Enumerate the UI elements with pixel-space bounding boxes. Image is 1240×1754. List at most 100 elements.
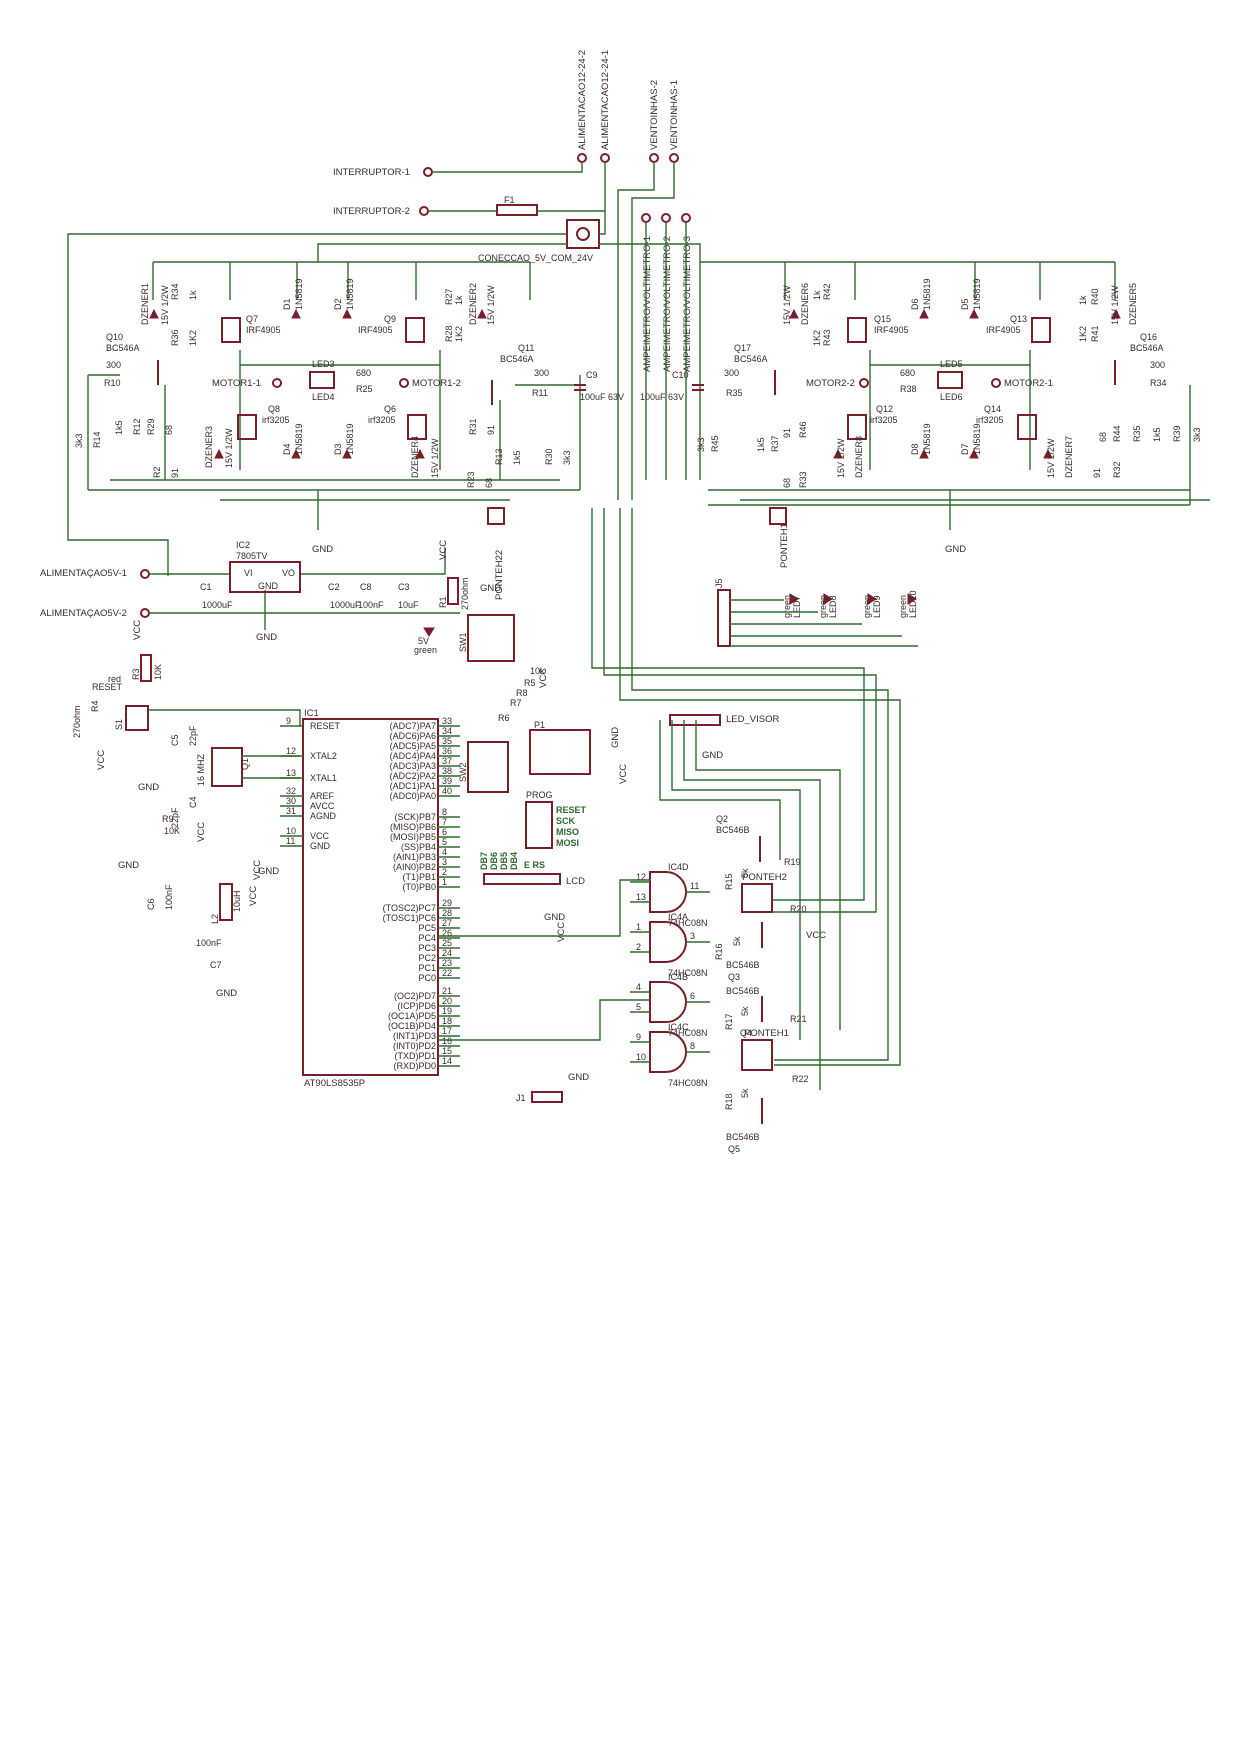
gnd-label: GND [568, 1072, 589, 1083]
s1-label: S1 [114, 719, 124, 730]
mcu-pin-number: 1 [442, 877, 447, 887]
q8-name: Q8 [268, 404, 280, 414]
prog-pin-label: RESET [556, 805, 587, 815]
dip-switch-sw2[interactable] [467, 741, 509, 793]
q4-part: BC546B [726, 986, 760, 996]
mcu-pin-label: (OC2)PD7 [394, 991, 436, 1001]
mcu-pin-label: (ADC6)PA6 [390, 731, 436, 741]
gate-pin-number: 8 [690, 1041, 695, 1051]
mcu-pin-label: (AIN0)PB2 [393, 862, 436, 872]
mcu-pin-label: (SCK)PB7 [394, 812, 436, 822]
dzener4-name: DZENER4 [410, 436, 420, 478]
analog-supply: R9 10K VCC GND C6 100nF L2 10uH VCC VCC … [118, 814, 279, 999]
vcc-label: VCC [438, 540, 449, 560]
r30-left: R30 [544, 448, 554, 465]
mcu-pin-label: XTAL1 [310, 773, 337, 783]
crystal-frequency: 16 MHZ [196, 753, 206, 786]
gnd-label: GND [258, 866, 279, 877]
q7-part: IRF4905 [246, 325, 281, 335]
c2-name: C2 [328, 582, 340, 592]
q13-part: IRF4905 [986, 325, 1021, 335]
status-led-color: green [818, 595, 828, 618]
d8-name: D8 [910, 443, 920, 455]
ponteh1-label: PONTEH1 [779, 523, 790, 568]
gnd-label: GND [256, 632, 277, 643]
led-symbol [907, 593, 917, 605]
reset-switch-s1[interactable] [125, 705, 149, 731]
r18-name: R18 [724, 1093, 734, 1110]
prog-header[interactable] [525, 801, 553, 849]
mcu-pin-number: 32 [286, 786, 296, 796]
dzener2-name: DZENER2 [468, 283, 478, 325]
r27-left-value: 1k [454, 295, 464, 305]
r35b-right: R35 [1132, 425, 1142, 442]
j5-header[interactable] [717, 589, 731, 647]
conn-pin [576, 227, 590, 241]
diode-symbol [342, 448, 352, 459]
r16-name: R16 [714, 943, 724, 960]
mcu-pin-label: (OC1A)PD5 [388, 1011, 436, 1021]
connector-p1[interactable] [529, 729, 591, 775]
dzener2-value: 15V 1/2W [486, 285, 496, 325]
vcc-label: VCC [618, 764, 629, 784]
lcd-pin-label: DB6 [489, 852, 499, 870]
motor-pad[interactable] [991, 378, 1001, 388]
mosfet-symbol [847, 414, 867, 440]
r23-left-value: 68 [484, 478, 494, 488]
mcu-pin-label: (TOSC1)PC6 [383, 913, 436, 923]
gate-pin-number: 1 [636, 922, 641, 932]
c3-value: 10uF [398, 600, 419, 610]
gate-name: IC4D [668, 862, 689, 872]
mcu-pin-number: 28 [442, 908, 452, 918]
led-visor-header[interactable] [669, 714, 721, 726]
r32-right-value: 91 [1092, 468, 1102, 478]
gate-pin-number: 3 [690, 931, 695, 941]
r38-right: R38 [900, 384, 917, 394]
mcu-pin-label: (TOSC2)PC7 [383, 903, 436, 913]
mcu-pin-number: 12 [286, 746, 296, 756]
connector-label: VENTOINHAS-1 [669, 80, 680, 150]
r18-value: 5k [740, 1088, 750, 1098]
gate-pin-number: 4 [636, 982, 641, 992]
mcu-pin-number: 30 [286, 796, 296, 806]
motor-pad[interactable] [399, 378, 409, 388]
mcu-pin-label: (SS)PB4 [401, 842, 436, 852]
ponteh2-connector[interactable] [741, 883, 773, 913]
r13-left: R13 [494, 448, 504, 465]
r14-left: R14 [92, 431, 102, 448]
led5-name: LED5 [940, 359, 963, 369]
d7-name: D7 [960, 443, 970, 455]
dip-switch-sw1[interactable] [467, 614, 515, 662]
q14-part: irf3205 [976, 415, 1004, 425]
r37-right-value: 1k5 [756, 437, 766, 452]
dzener5-value: 15V 1/2W [1110, 285, 1120, 325]
r10-left: R10 [104, 378, 121, 388]
c10-name: C10 [672, 370, 689, 380]
q2-part: BC546B [716, 825, 750, 835]
prog-label: PROG [526, 790, 553, 800]
top-connectors: ALIMENTACAO12-24-2 ALIMENTACAO12-24-1 VE… [333, 50, 693, 372]
r12-left: R12 [132, 418, 142, 435]
r29-left-value: 68 [164, 425, 174, 435]
gnd-label: GND [480, 583, 501, 594]
interrupter-1-label: INTERRUPTOR-1 [333, 167, 410, 178]
mcu-pin-label: (ADC4)PA4 [390, 751, 436, 761]
r9-value: 10K [164, 826, 180, 836]
lcd-header[interactable] [483, 873, 561, 885]
gnd-label: GND [312, 544, 333, 555]
led4-name: LED4 [312, 392, 335, 402]
ponteh1-connector[interactable] [741, 1039, 773, 1071]
motor-pad[interactable] [859, 378, 869, 388]
mcu-pin-number: 33 [442, 716, 452, 726]
r43-right-value: 1K2 [812, 330, 822, 346]
q5-part: BC546B [726, 1132, 760, 1142]
ammeter-label: AMPEIMETRO/VOLTIMETRO-3 [682, 236, 693, 372]
j1-header[interactable] [531, 1091, 563, 1103]
motor-pad[interactable] [272, 378, 282, 388]
mcu-pin-number: 24 [442, 948, 452, 958]
dzener1-value: 15V 1/2W [160, 285, 170, 325]
q9-name: Q9 [384, 314, 396, 324]
zener-symbol [415, 448, 425, 459]
led-symbol [823, 593, 833, 605]
